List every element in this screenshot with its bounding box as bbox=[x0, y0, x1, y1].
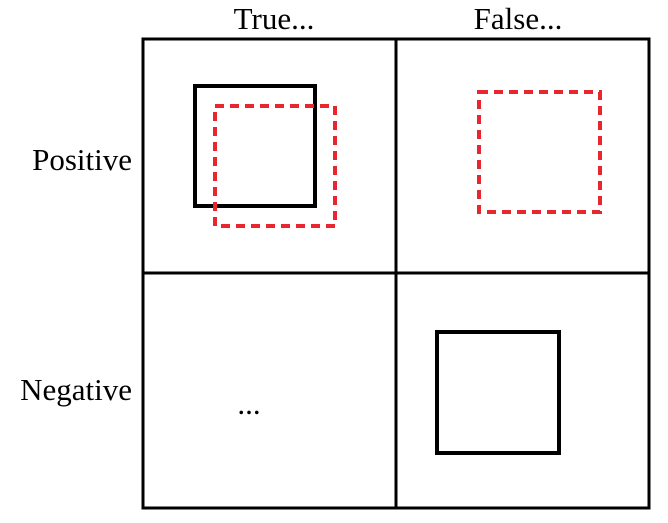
row-header-positive: Positive bbox=[32, 142, 132, 177]
prediction-box bbox=[213, 104, 337, 228]
ellipsis-text: ... bbox=[237, 386, 260, 421]
cell-true-positive bbox=[193, 84, 337, 228]
column-header-false: False... bbox=[473, 1, 563, 36]
column-header-true: True... bbox=[233, 1, 315, 36]
cell-false-positive bbox=[477, 90, 602, 214]
cell-false-negative bbox=[435, 330, 561, 455]
row-header-negative: Negative bbox=[20, 372, 132, 407]
ground-truth-box bbox=[193, 84, 317, 208]
cell-true-negative: ... bbox=[237, 386, 260, 421]
ground-truth-box bbox=[435, 330, 561, 455]
prediction-box bbox=[477, 90, 602, 214]
